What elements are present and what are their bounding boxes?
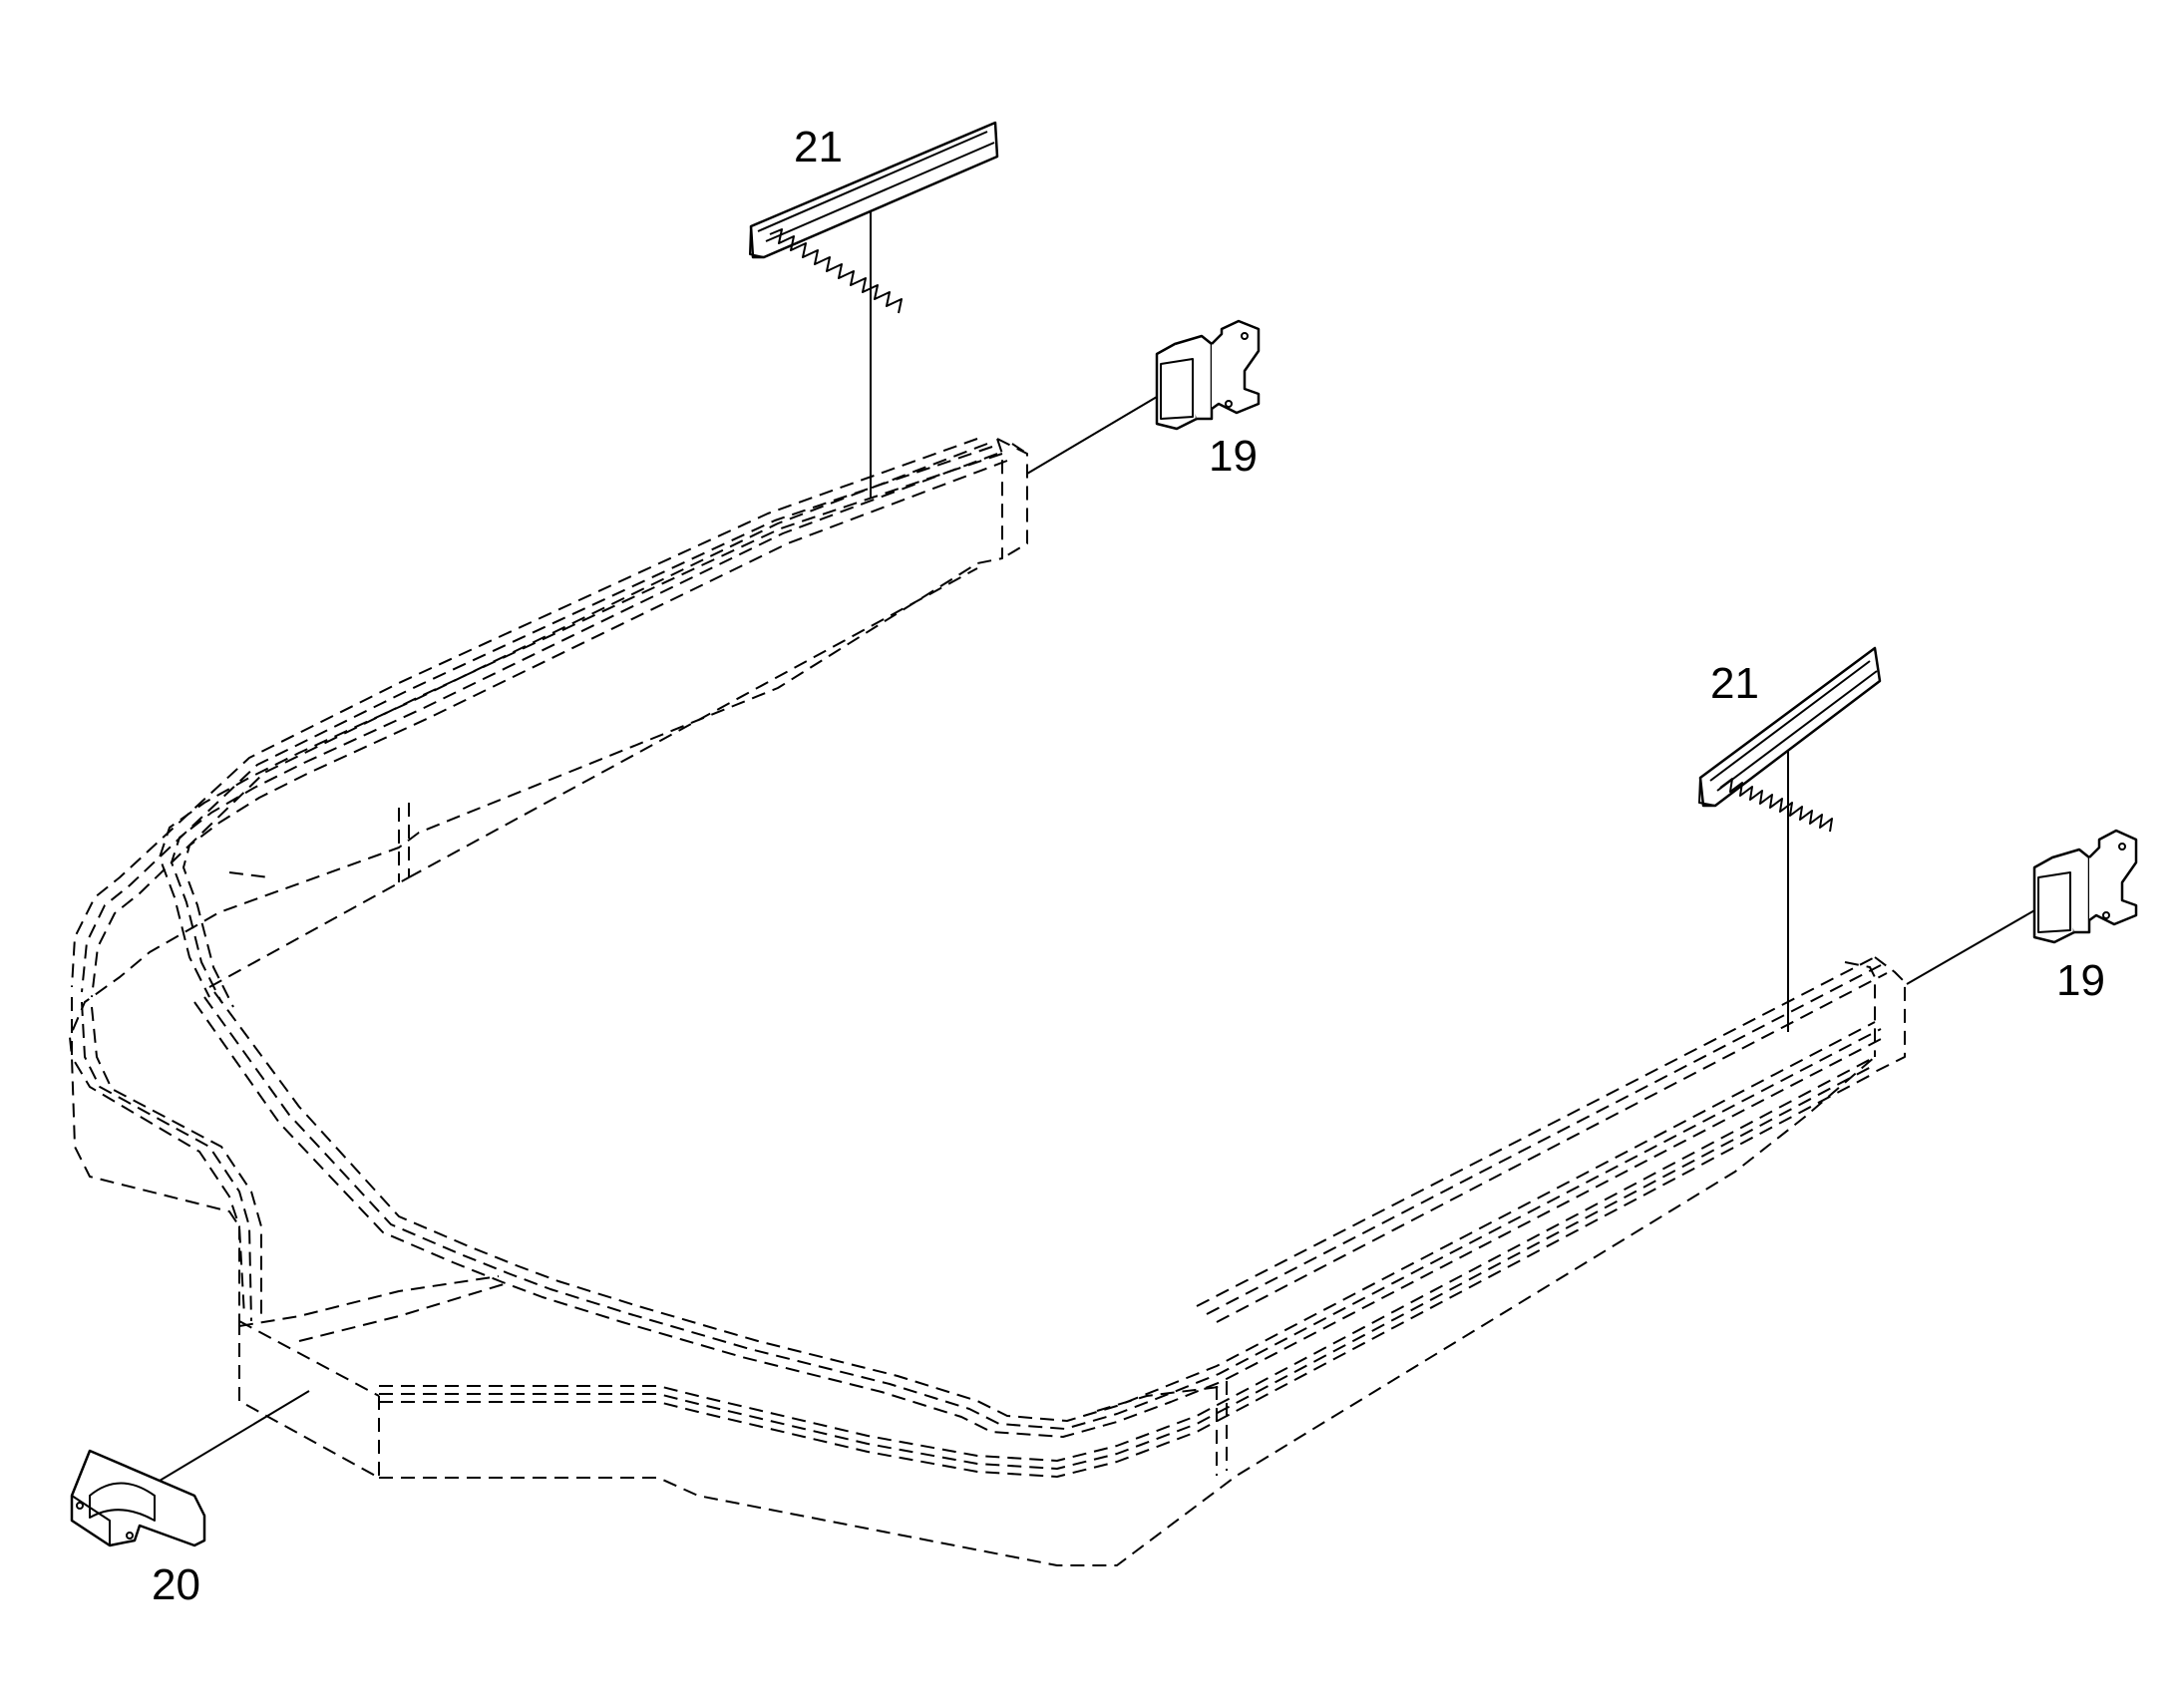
callout-rack-right: 21 xyxy=(1710,659,1759,708)
rack-part-left xyxy=(749,121,999,314)
rack-part-right xyxy=(1698,646,1882,833)
callout-rack-left: 21 xyxy=(794,123,843,171)
bracket-part xyxy=(70,1449,206,1547)
leader-clip-left xyxy=(1026,393,1163,475)
callout-bracket: 20 xyxy=(152,1560,200,1609)
base-frame xyxy=(69,438,1906,1566)
callout-clip-left: 19 xyxy=(1209,432,1258,481)
leader-clip-right xyxy=(1906,908,2037,985)
callout-clip-right: 19 xyxy=(2056,956,2105,1005)
leader-bracket xyxy=(154,1390,310,1485)
leader-lines xyxy=(154,209,2037,1485)
clip-part-right xyxy=(2032,829,2138,944)
clip-part-left xyxy=(1155,319,1261,431)
